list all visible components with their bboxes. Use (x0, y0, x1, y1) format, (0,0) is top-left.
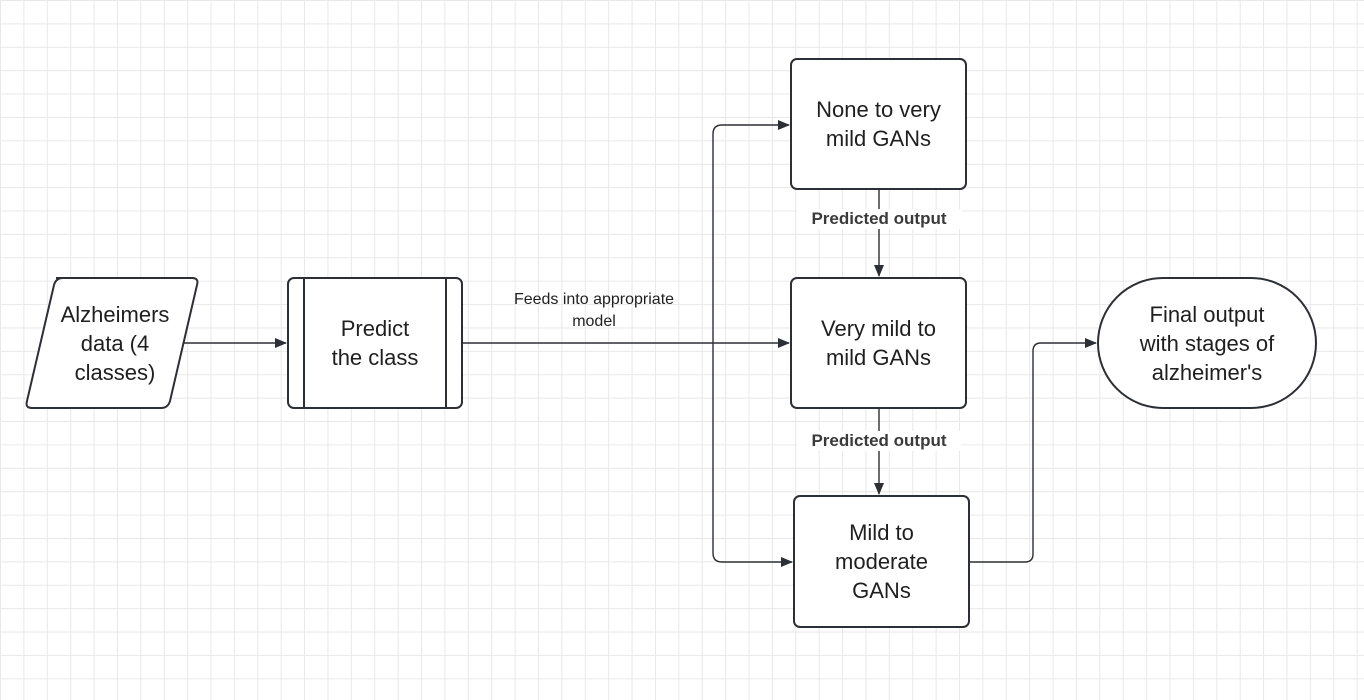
predict-label: Predict the class (331, 316, 419, 370)
predicted-output-label-2: Predicted output (797, 431, 961, 451)
predict-process-shape[interactable] (287, 277, 463, 409)
final-output-terminator[interactable] (1097, 277, 1317, 409)
predicted-output-label-1: Predicted output (797, 209, 961, 229)
very-mild-to-mild-label: Very mild to mild GANs (821, 316, 936, 370)
arrow-branch-to-none[interactable] (712, 120, 790, 343)
mild-to-moderate-label: Mild to moderate GANs (835, 520, 928, 603)
feeds-edge-label: Feeds into appropriate model (513, 291, 675, 330)
arrow-moderate-to-final[interactable] (969, 338, 1097, 563)
input-data-parallelogram[interactable] (25, 277, 199, 409)
none-to-very-mild-label: None to very mild GANs (816, 97, 941, 151)
arrow-branch-to-moderate[interactable] (712, 343, 793, 567)
final-output-label: Final output with stages of alzheimer's (1139, 301, 1275, 385)
input-data-label: Alzheimers data (4 classes) (60, 301, 170, 385)
